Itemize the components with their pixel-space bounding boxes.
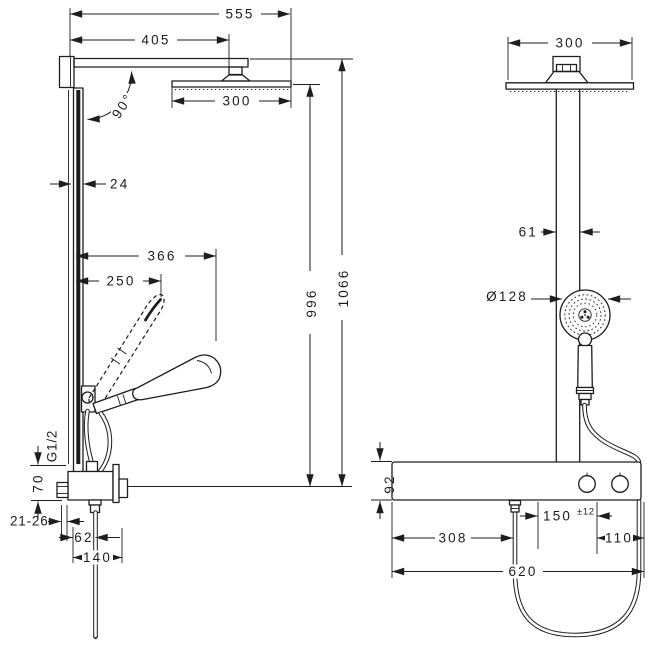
handshower-holder bbox=[80, 385, 96, 413]
dim-pipe-width: 61 bbox=[519, 225, 600, 240]
dim-overall-height: 1066 bbox=[128, 58, 353, 487]
dim-label-366: 366 bbox=[147, 249, 176, 264]
dim-label-555: 555 bbox=[225, 7, 254, 22]
dim-label-140: 140 bbox=[83, 550, 112, 565]
dim-label-405: 405 bbox=[141, 33, 170, 48]
dim-handshower-reach-upright: 250 bbox=[76, 274, 162, 297]
dim-label-110: 110 bbox=[605, 531, 633, 546]
dim-overhead-width-side: 300 bbox=[171, 86, 291, 109]
dim-height-to-overhead: 996 bbox=[293, 84, 320, 487]
dim-label-300-front: 300 bbox=[555, 36, 584, 51]
dim-knob-offset: 110 bbox=[597, 531, 644, 546]
dim-arm-projection: 405 bbox=[70, 33, 230, 70]
overhead-shower-front bbox=[505, 55, 635, 92]
dim-thread: G1/2 bbox=[30, 430, 66, 466]
dim-label-92: 92 bbox=[382, 474, 397, 493]
dim-label-70: 70 bbox=[31, 473, 46, 492]
dim-arm-angle: 90° bbox=[87, 71, 136, 123]
dim-valve-width: 140 bbox=[73, 528, 123, 565]
dim-label-62: 62 bbox=[74, 530, 93, 545]
thermostat-valve-side bbox=[56, 460, 129, 514]
outlet-hose bbox=[92, 510, 99, 640]
wall-bracket bbox=[58, 55, 75, 89]
dim-label-150-tolerance: ±12 bbox=[577, 507, 595, 518]
dim-label-308: 308 bbox=[438, 531, 467, 546]
dim-label-g12: G1/2 bbox=[45, 430, 60, 462]
dim-inlet-offset: 308 bbox=[392, 531, 513, 546]
dim-label-1066: 1066 bbox=[336, 269, 351, 308]
front-view: 300 61 Ø128 92 150 ±12 bbox=[371, 36, 645, 638]
shower-bar bbox=[68, 87, 84, 473]
dim-label-128: Ø128 bbox=[486, 289, 528, 304]
hand-shower-side bbox=[92, 354, 222, 415]
dim-label-250: 250 bbox=[106, 274, 135, 289]
shower-arm bbox=[73, 57, 249, 68]
overhead-shower-side bbox=[171, 66, 292, 90]
dim-overall-width: 555 bbox=[69, 7, 292, 108]
dim-label-300-side: 300 bbox=[222, 94, 251, 109]
dim-shelf-width: 620 bbox=[391, 502, 645, 579]
thermostat-knob bbox=[578, 475, 596, 493]
dim-label-21-26: 21-26 bbox=[10, 514, 49, 529]
side-view: 555 405 300 90° 24 366 bbox=[10, 7, 353, 640]
dim-label-996: 996 bbox=[304, 288, 319, 317]
hose-loop bbox=[512, 498, 642, 638]
hand-shower-hose-front bbox=[582, 402, 642, 464]
thermostat-shelf-front bbox=[391, 461, 642, 513]
shower-pipe-front bbox=[555, 89, 581, 462]
dim-valve-height: 70 bbox=[31, 473, 62, 517]
dim-overhead-width-front: 300 bbox=[507, 36, 633, 80]
volume-knob bbox=[611, 475, 629, 493]
dim-handshower-reach: 366 bbox=[76, 249, 217, 341]
dim-label-150: 150 bbox=[543, 509, 572, 524]
dim-label-24: 24 bbox=[110, 177, 129, 192]
dim-supply-spacing: 150 ±12 bbox=[520, 502, 612, 554]
dim-handshower-diameter: Ø128 bbox=[486, 289, 631, 304]
hand-shower-front bbox=[559, 289, 611, 406]
dim-label-61: 61 bbox=[519, 225, 538, 240]
dim-bar-depth: 24 bbox=[50, 177, 129, 192]
dim-label-620: 620 bbox=[508, 564, 537, 579]
dim-shelf-height: 92 bbox=[371, 442, 397, 519]
handshower-button bbox=[577, 332, 593, 347]
